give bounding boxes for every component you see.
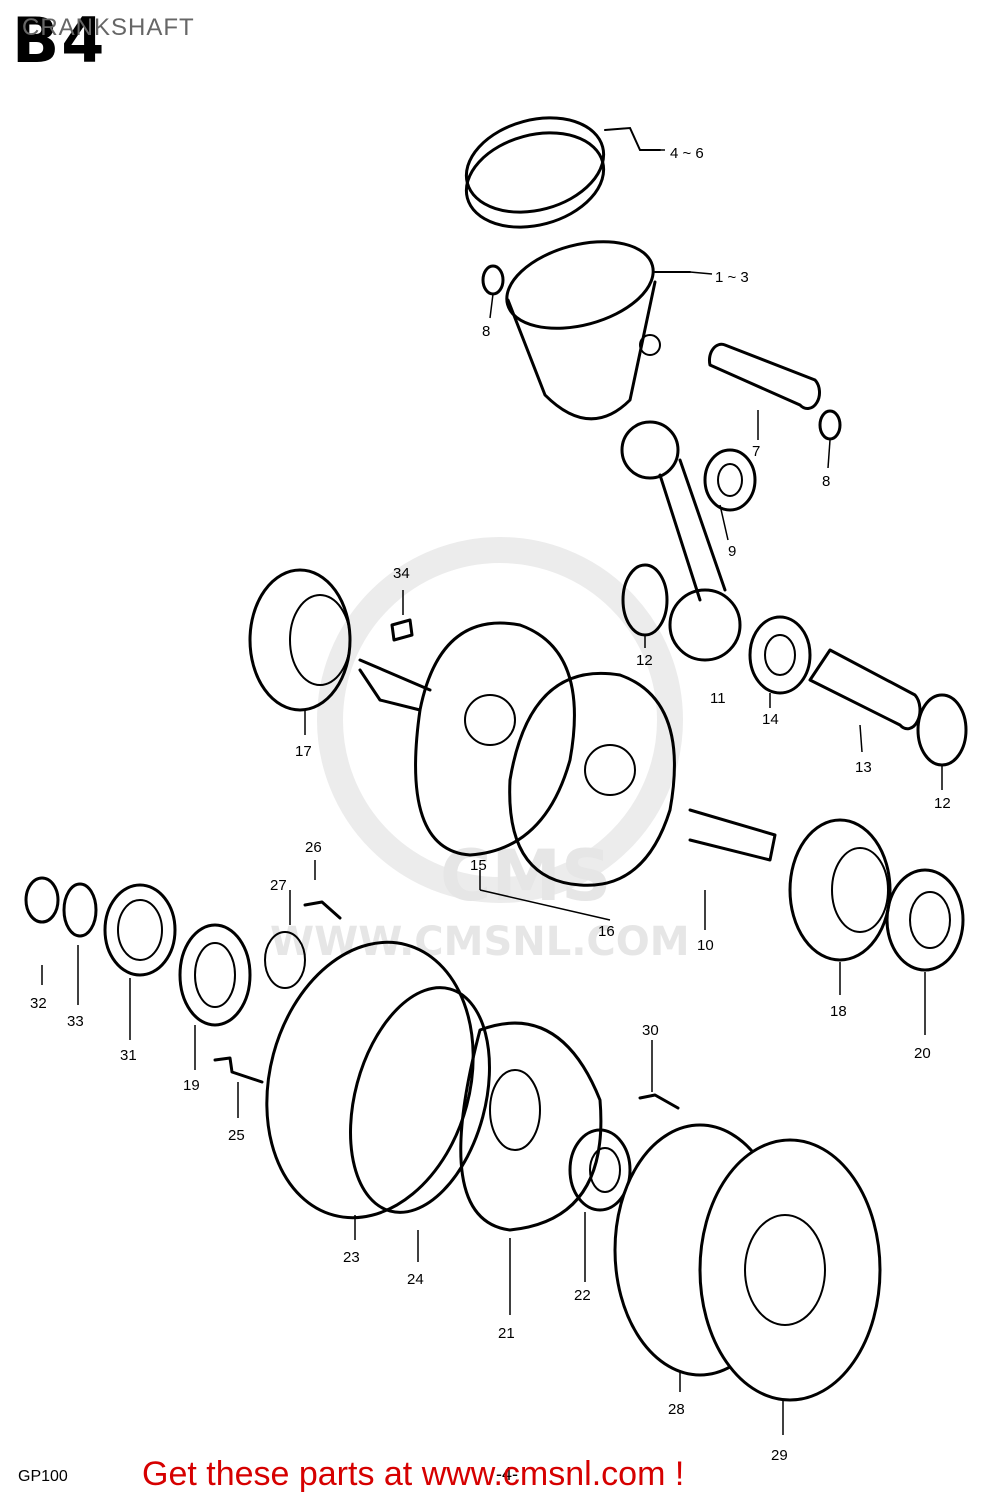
callout-8-left: 8	[482, 323, 490, 340]
primary-gear	[103, 883, 177, 977]
callout-33: 33	[67, 1013, 84, 1030]
callout-32: 32	[30, 995, 47, 1012]
callout-27: 27	[270, 877, 287, 894]
woodruff-key	[390, 618, 414, 642]
callout-4-6: 4 ~ 6	[670, 145, 704, 162]
callout-1-3: 1 ~ 3	[715, 269, 749, 286]
flywheel-front	[613, 1123, 882, 1402]
callout-21: 21	[498, 1325, 515, 1342]
callout-9: 9	[728, 543, 736, 560]
oil-seal-right	[885, 868, 965, 972]
watermark-brand: CMS	[440, 835, 611, 917]
callout-24: 24	[407, 1271, 424, 1288]
piston	[505, 240, 691, 421]
callout-34: 34	[393, 565, 410, 582]
callout-labels: 4 ~ 6 1 ~ 3 8 7 8 9 34 12 11 14 13 12 17…	[30, 145, 951, 1464]
crank-pin	[808, 648, 922, 731]
spacer-32	[24, 876, 60, 924]
callout-31: 31	[120, 1047, 137, 1064]
callout-29: 29	[771, 1447, 788, 1464]
callout-13: 13	[855, 759, 872, 776]
rotor-plate	[459, 1021, 603, 1232]
connecting-rod	[620, 420, 742, 662]
bearing-right	[788, 818, 892, 962]
callout-25: 25	[228, 1127, 245, 1144]
crank-web-left	[358, 621, 576, 857]
callout-23: 23	[343, 1249, 360, 1266]
watermark-url: WWW.CMSNL.COM	[270, 919, 690, 965]
bearing-left	[248, 568, 352, 712]
screw-30	[638, 1093, 680, 1110]
page-mark: -4-	[496, 1464, 518, 1484]
diagram-title: CRANKSHAFT	[22, 14, 195, 41]
gasket	[349, 986, 491, 1214]
callout-26: 26	[305, 839, 322, 856]
section-code: B4	[12, 4, 107, 77]
washer-33	[62, 882, 98, 938]
callout-10: 10	[697, 937, 714, 954]
piston-rings	[464, 116, 661, 229]
callout-7: 7	[752, 443, 760, 460]
callout-17: 17	[295, 743, 312, 760]
thrust-washer-lower	[916, 693, 968, 767]
model-code: GP100	[18, 1468, 68, 1485]
callout-22: 22	[574, 1287, 591, 1304]
screw-25	[213, 1056, 264, 1084]
callout-30: 30	[642, 1022, 659, 1039]
crank-web-right	[508, 671, 777, 887]
get-parts-link[interactable]: Get these parts at www.cmsnl.com !	[142, 1455, 685, 1493]
callout-12-lower: 12	[934, 795, 951, 812]
piston-pin	[708, 342, 821, 410]
leader-lines	[41, 149, 943, 1435]
callout-19: 19	[183, 1077, 200, 1094]
screw-26	[303, 900, 342, 920]
callout-16: 16	[598, 923, 615, 940]
callout-28: 28	[668, 1401, 685, 1418]
watermark: CMS WWW.CMSNL.COM	[270, 537, 690, 965]
hub	[568, 1128, 632, 1212]
big-end-bearing	[748, 615, 812, 695]
small-end-bearing	[703, 448, 757, 512]
callout-15: 15	[470, 857, 487, 874]
callout-11: 11	[710, 690, 726, 707]
callout-20: 20	[914, 1045, 931, 1062]
circlip-left	[481, 264, 505, 296]
circlip-right	[818, 409, 842, 441]
oil-seal-left	[178, 923, 252, 1027]
callout-18: 18	[830, 1003, 847, 1020]
stator-housing	[264, 931, 475, 1220]
callout-12-upper: 12	[636, 652, 653, 669]
callout-14: 14	[762, 711, 779, 728]
callout-8-right: 8	[822, 473, 830, 490]
